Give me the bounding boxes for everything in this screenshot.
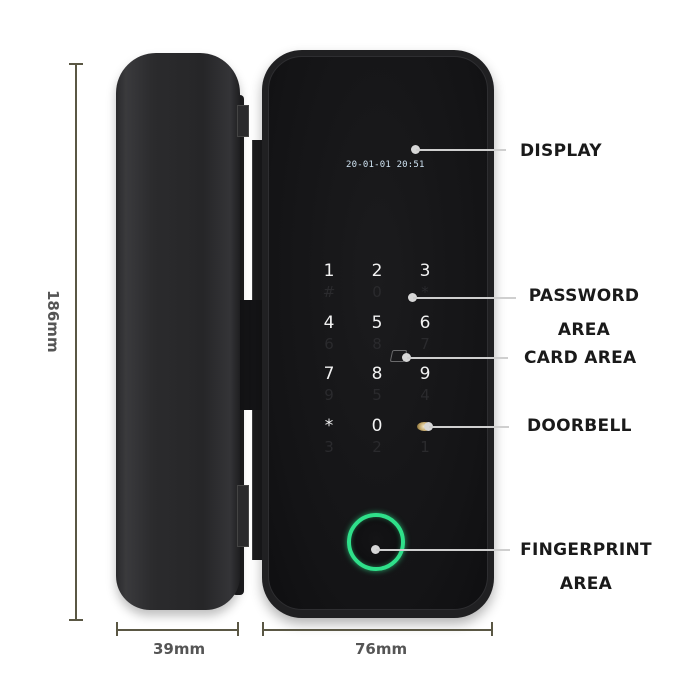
key-7-ghost: 9 — [324, 386, 334, 404]
key-8[interactable]: 8 — [371, 364, 383, 384]
body-width-dimension-line — [262, 629, 493, 631]
doorbell-callout-line — [429, 426, 509, 428]
body-width-label: 76mm — [355, 640, 408, 658]
key-5[interactable]: 5 — [371, 313, 383, 333]
handle-width-dimension-line — [116, 629, 239, 631]
fingerprint-callout-label-line1: FINGERPRINT — [520, 540, 652, 560]
fingerprint-callout-line — [376, 549, 510, 551]
body-width-cap-right — [491, 622, 493, 636]
fingerprint-callout-dot — [371, 545, 380, 554]
card-callout-label: CARD AREA — [524, 348, 637, 368]
key-8-ghost: 5 — [372, 386, 382, 404]
display-callout-dot — [411, 145, 420, 154]
handle-width-label: 39mm — [153, 640, 206, 658]
key-4[interactable]: 4 — [323, 313, 335, 333]
key-0[interactable]: 0 — [371, 416, 383, 436]
key-2[interactable]: 2 — [371, 261, 383, 281]
key-6[interactable]: 6 — [419, 313, 431, 333]
doorbell-callout-label: DOORBELL — [527, 416, 632, 436]
key-9[interactable]: 9 — [419, 364, 431, 384]
glass-clamp-connector — [240, 300, 264, 410]
body-width-cap-left — [262, 622, 264, 636]
card-callout-line — [407, 357, 508, 359]
height-dimension-line — [75, 63, 77, 620]
card-callout-dot — [402, 353, 411, 362]
height-dimension-cap-top — [69, 63, 83, 65]
key-1[interactable]: 1 — [323, 261, 335, 281]
key-0-ghost: 2 — [372, 438, 382, 456]
key-3-ghost: * — [421, 283, 429, 301]
left-handle-unit — [116, 53, 240, 610]
fingerprint-callout-label-line2: AREA — [559, 574, 613, 594]
key-2-ghost: 0 — [372, 283, 382, 301]
password-callout-label-line1: PASSWORD — [528, 286, 640, 306]
key-star-ghost: 3 — [324, 438, 334, 456]
display-datetime: 20-01-01 20:51 — [346, 160, 425, 170]
key-3[interactable]: 3 — [419, 261, 431, 281]
doorbell-callout-dot — [424, 422, 433, 431]
key-4-ghost: 6 — [324, 335, 334, 353]
display-callout-label: DISPLAY — [520, 141, 602, 161]
handle-width-cap-left — [116, 622, 118, 636]
password-callout-line — [413, 297, 516, 299]
key-star[interactable]: * — [324, 416, 334, 436]
height-dimension-cap-bottom — [69, 619, 83, 621]
handle-clip-bottom — [237, 485, 249, 547]
key-9-ghost: 4 — [420, 386, 430, 404]
key-1-ghost: # — [322, 283, 336, 301]
fingerprint-sensor[interactable] — [347, 513, 405, 571]
password-callout-label-line2: AREA — [557, 320, 611, 340]
key-bell-ghost: 1 — [420, 438, 430, 456]
handle-width-cap-right — [237, 622, 239, 636]
display-callout-line — [416, 149, 506, 151]
password-callout-dot — [408, 293, 417, 302]
height-dimension-label: 186mm — [44, 290, 62, 353]
handle-clip-top — [237, 105, 249, 137]
key-6-ghost: 7 — [420, 335, 430, 353]
key-7[interactable]: 7 — [323, 364, 335, 384]
key-5-ghost: 8 — [372, 335, 382, 353]
